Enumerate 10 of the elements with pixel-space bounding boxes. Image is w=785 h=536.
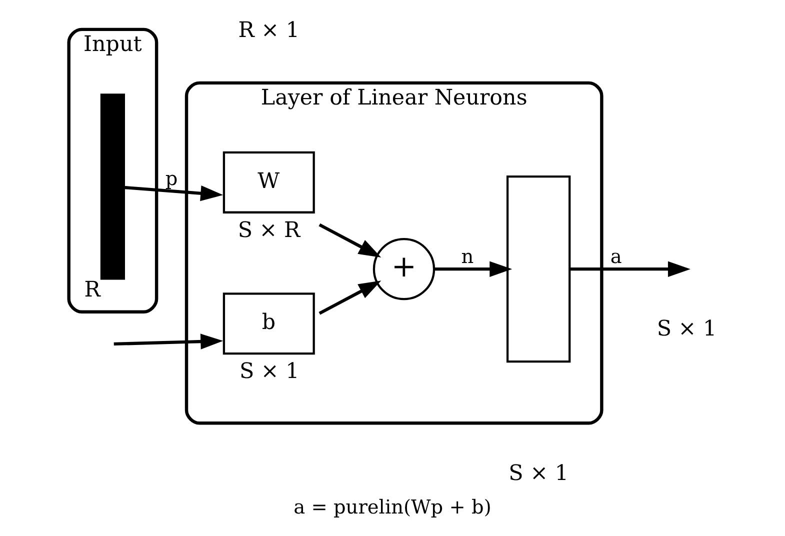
edge-label: a: [610, 245, 622, 268]
node-label: R: [84, 277, 100, 302]
label: S × 1: [508, 460, 568, 486]
node-label: S × R: [238, 218, 300, 243]
node-label: S × 1: [239, 359, 300, 384]
label: R × 1: [238, 18, 300, 43]
label: S × 1: [656, 316, 717, 342]
edge-label: p: [165, 166, 178, 190]
edge-label: n: [461, 245, 474, 268]
caption: a = purelin(Wp + b): [294, 495, 492, 518]
